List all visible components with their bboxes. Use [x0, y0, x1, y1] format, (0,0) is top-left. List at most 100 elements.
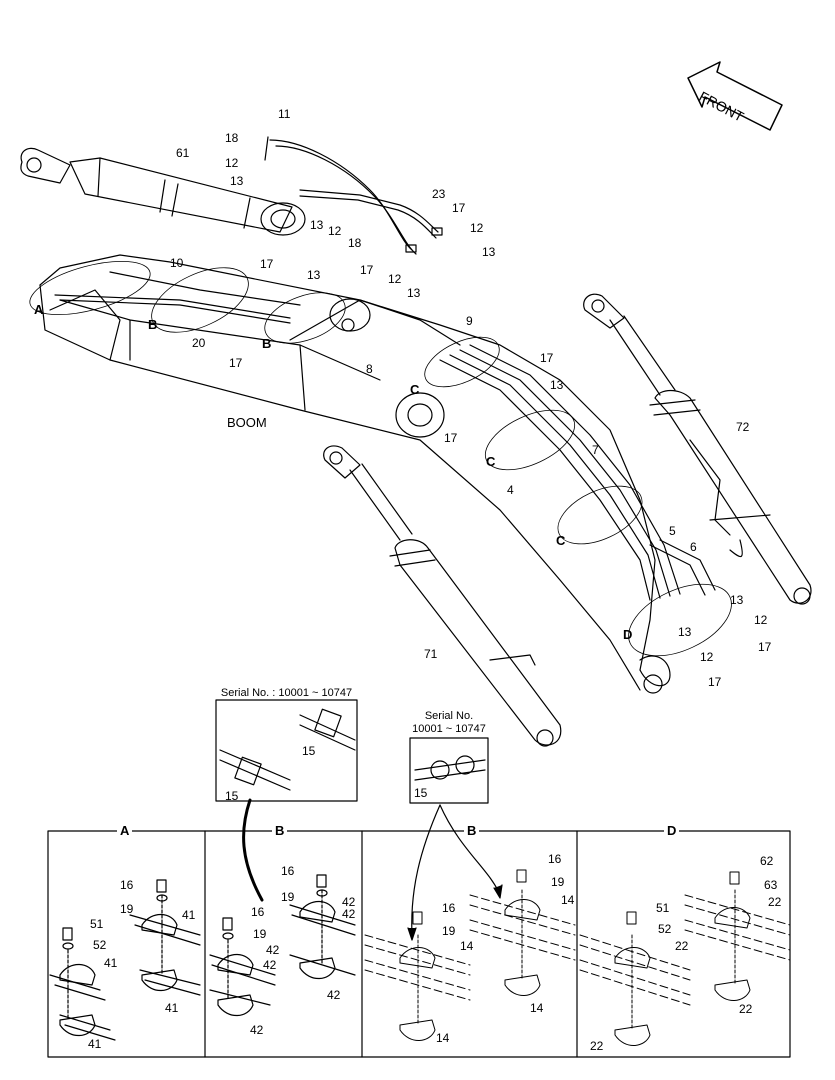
callout-17e: 17: [540, 351, 554, 365]
b1-callout-42d: 42: [327, 988, 341, 1002]
callout-61: 61: [176, 146, 190, 160]
callout-17d: 17: [229, 356, 243, 370]
callout-20: 20: [192, 336, 206, 350]
leader-arrow-2: [439, 804, 501, 896]
callout-6: 6: [690, 540, 697, 554]
callout-17h: 17: [708, 675, 722, 689]
detail-ref-a: A: [34, 302, 44, 317]
serial-box-2-part: 15: [414, 786, 428, 800]
section-b2-header: B: [464, 824, 480, 837]
callout-8: 8: [366, 362, 373, 376]
b1-callout-16: 16: [251, 905, 265, 919]
serial-box-1-part-b: 15: [225, 789, 239, 803]
d-callout-22b: 22: [739, 1002, 753, 1016]
detail-ellipses: [29, 260, 732, 657]
b1-callout-42b: 42: [263, 958, 277, 972]
b2-callout-16b: 16: [548, 852, 562, 866]
b2-callout-14a: 14: [460, 939, 474, 953]
d-callout-51: 51: [656, 901, 670, 915]
b2-callout-14b: 14: [436, 1031, 450, 1045]
section-b1-clamps: [209, 874, 356, 1017]
serial-box-1-part-a: 15: [302, 744, 316, 758]
detail-ref-b2: B: [262, 336, 272, 351]
a-callout-41d: 41: [88, 1037, 102, 1051]
section-d-clamps: [579, 871, 791, 1046]
section-b2-clamps: [364, 869, 576, 1041]
callout-12d: 12: [388, 272, 402, 286]
callout-13c: 13: [482, 245, 496, 259]
callout-5: 5: [669, 524, 676, 538]
callout-71: 71: [424, 647, 438, 661]
callout-13h: 13: [678, 625, 692, 639]
b2-callout-16a: 16: [442, 901, 456, 915]
callout-17: 17: [452, 201, 466, 215]
a-callout-41c: 41: [165, 1001, 179, 1015]
section-b1-header: B: [272, 824, 288, 837]
callout-13f: 13: [550, 378, 564, 392]
b2-callout-14c: 14: [561, 893, 575, 907]
callout-12: 12: [225, 156, 239, 170]
b1-callout-42a: 42: [266, 943, 280, 957]
callout-17b: 17: [360, 263, 374, 277]
callout-7: 7: [592, 443, 599, 457]
serial-box-2-title-2: 10001 ~ 10747: [412, 723, 486, 735]
hoses-top: [264, 136, 443, 255]
d-callout-22c: 22: [675, 939, 689, 953]
callout-12c: 12: [470, 221, 484, 235]
callout-17g: 17: [758, 640, 772, 654]
detail-ref-c1: C: [410, 382, 420, 397]
a-callout-19: 19: [120, 902, 134, 916]
boom-cylinder-61: [20, 147, 306, 236]
d-callout-62: 62: [760, 854, 774, 868]
callout-10: 10: [170, 256, 184, 270]
callout-17f: 17: [444, 431, 458, 445]
section-a-header: A: [117, 824, 133, 837]
b2-callout-19a: 19: [442, 924, 456, 938]
section-d-header: D: [664, 824, 680, 837]
a-callout-16: 16: [120, 878, 134, 892]
b1r-callout-42b: 42: [342, 907, 356, 921]
serial-box-2-frame: [409, 737, 489, 804]
callout-12b: 12: [328, 224, 342, 238]
b2-callout-14d: 14: [530, 1001, 544, 1015]
callout-18b: 18: [348, 236, 362, 250]
leader-curve: [242, 798, 264, 902]
boom-pipes: [54, 271, 743, 601]
b2-callout-19b: 19: [551, 875, 565, 889]
d-callout-22a: 22: [768, 895, 782, 909]
leader-arrow-1: [411, 804, 441, 936]
callout-13d: 13: [407, 286, 421, 300]
detail-ref-c2: C: [486, 454, 496, 469]
callout-13g: 13: [730, 593, 744, 607]
a-callout-51: 51: [90, 917, 104, 931]
boom-body: [39, 254, 671, 694]
detail-ref-d: D: [623, 627, 633, 642]
d-callout-63: 63: [764, 878, 778, 892]
a-callout-52: 52: [93, 938, 107, 952]
callout-12f: 12: [700, 650, 714, 664]
callout-9: 9: [466, 314, 473, 328]
callout-23: 23: [432, 187, 446, 201]
callout-17c: 17: [260, 257, 274, 271]
callout-11: 11: [278, 107, 291, 121]
d-callout-22d: 22: [590, 1039, 604, 1053]
a-callout-41a: 41: [182, 908, 196, 922]
bucket-cylinder-71: [323, 445, 562, 747]
callout-12e: 12: [754, 613, 768, 627]
callout-13e: 13: [307, 268, 321, 282]
callout-18: 18: [225, 131, 239, 145]
a-callout-41b: 41: [104, 956, 118, 970]
detail-frame: [47, 830, 791, 1058]
d-callout-52: 52: [658, 922, 672, 936]
boom-label: BOOM: [227, 415, 267, 430]
b1r-callout-16: 16: [281, 864, 295, 878]
front-arrow-icon: [687, 61, 783, 131]
detail-ref-c3: C: [556, 533, 566, 548]
detail-ref-b1: B: [148, 317, 158, 332]
b1r-callout-19: 19: [281, 890, 295, 904]
callout-72: 72: [736, 420, 750, 434]
section-a-clamps: [49, 879, 201, 1041]
callout-13: 13: [230, 174, 244, 188]
